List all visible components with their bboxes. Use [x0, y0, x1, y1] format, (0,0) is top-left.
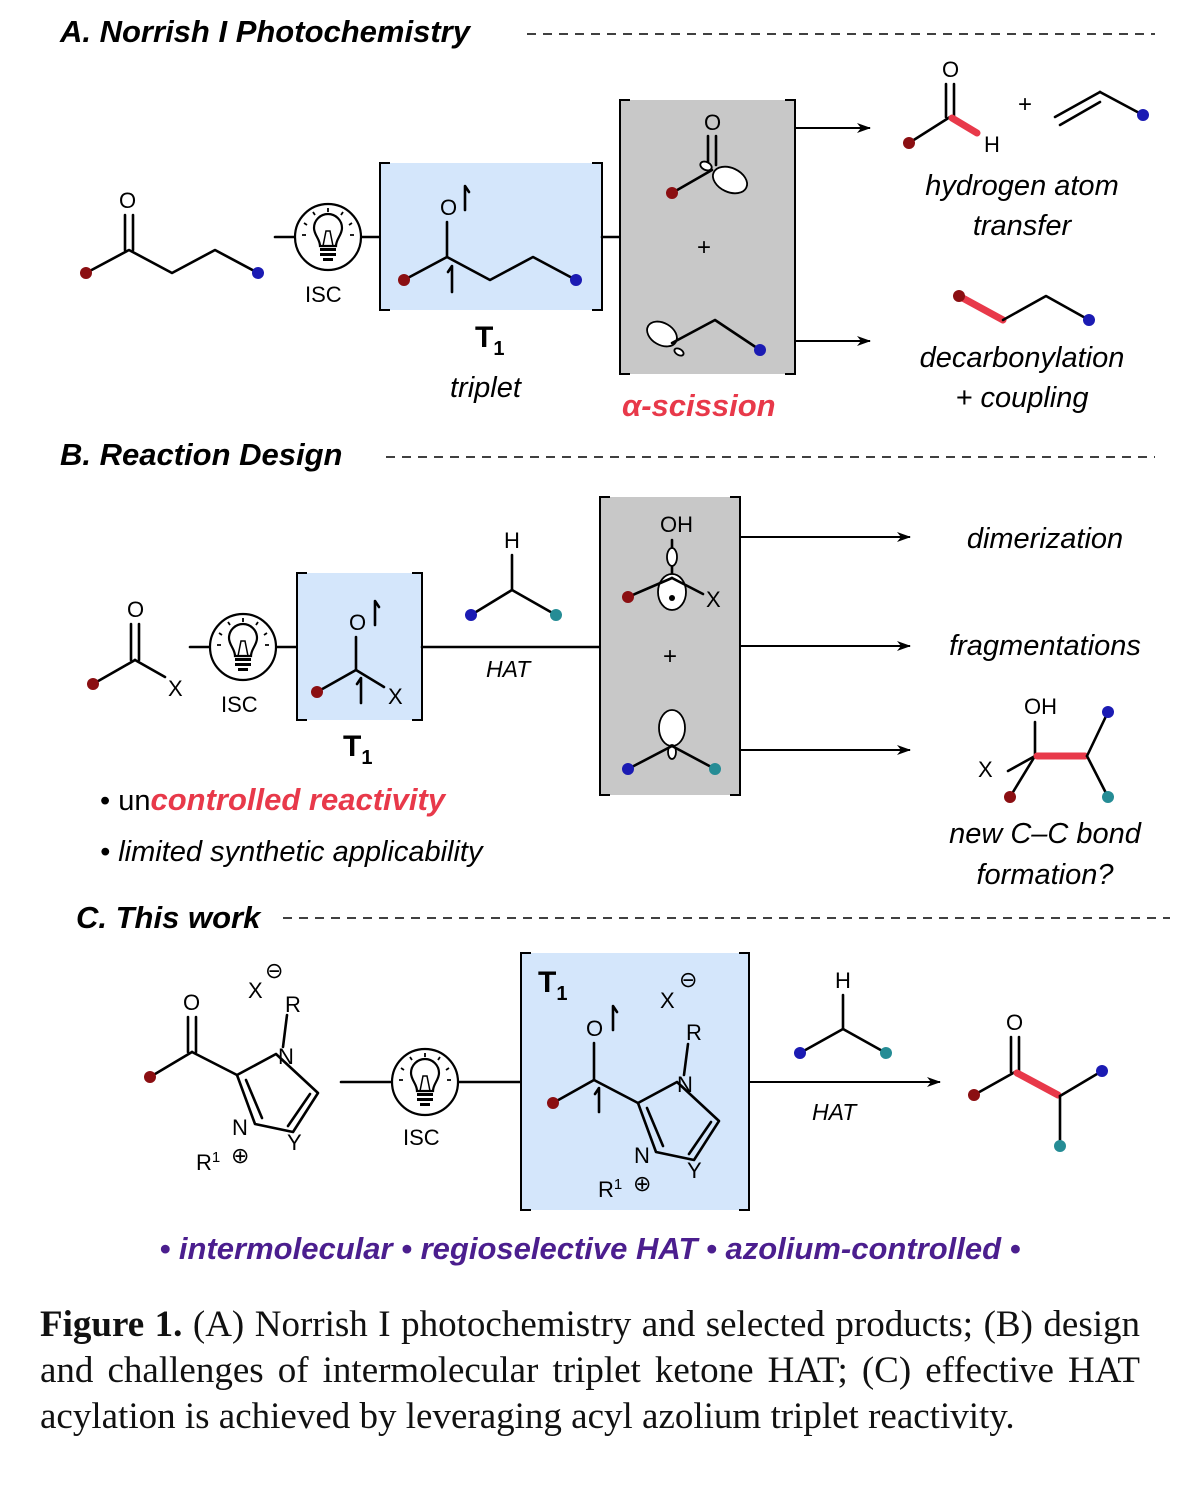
svg-text:H: H — [504, 528, 520, 553]
decarbonylation-label-1: decarbonylation — [920, 342, 1125, 374]
outcome-fragmentations: fragmentations — [949, 630, 1141, 662]
svg-text:X: X — [168, 676, 183, 701]
svg-text:O: O — [1006, 1010, 1023, 1035]
section-c-title: C. This work — [76, 900, 262, 935]
isc-label-c: ISC — [403, 1125, 440, 1150]
outcome-cc-bond-1: new C–C bond — [949, 818, 1142, 850]
caption-text: (A) Norrish I photochemistry and selecte… — [40, 1304, 1140, 1437]
svg-text:X: X — [388, 684, 403, 709]
triplet-box-c — [521, 953, 749, 1210]
svg-text:+: + — [663, 643, 677, 670]
triplet-ketone-a: O — [398, 184, 582, 294]
triplet-box-b — [297, 573, 422, 720]
svg-text:H: H — [835, 968, 851, 993]
section-b-title: B. Reaction Design — [60, 437, 343, 472]
svg-text:N: N — [278, 1044, 294, 1069]
cc-bond-product-b: OH X — [978, 694, 1114, 803]
alkene-product — [1053, 90, 1149, 127]
svg-text:O: O — [586, 1016, 603, 1041]
svg-text:Y: Y — [287, 1130, 302, 1155]
svg-text:O: O — [119, 188, 136, 213]
figure-label: Figure 1. — [40, 1304, 183, 1345]
alpha-scission-label: α-scission — [622, 388, 776, 423]
feature-list: • intermolecular • regioselective HAT • … — [159, 1231, 1020, 1266]
decarbonylation-label-2: + coupling — [955, 382, 1088, 414]
svg-text:O: O — [440, 195, 457, 220]
light-bulb-icon — [390, 1047, 460, 1117]
svg-text:⊖: ⊖ — [679, 967, 697, 992]
substituent-blue-dot — [252, 267, 264, 279]
aldehyde-product: O H — [903, 57, 1000, 157]
acylation-product-c: O — [968, 1010, 1108, 1152]
svg-text:X: X — [248, 978, 263, 1003]
r1-label: R1 — [598, 1176, 622, 1202]
r1-label: R1 — [196, 1149, 220, 1175]
outcome-cc-bond-2: formation? — [976, 859, 1114, 891]
svg-text:X: X — [660, 988, 675, 1013]
t1-label-a: T1 — [475, 321, 504, 360]
hat-label-b: HAT — [486, 656, 532, 682]
svg-text:+: + — [1018, 91, 1032, 118]
triplet-azolium-c: T1 O N R X ⊖ N Y R1 ⊕ — [538, 966, 721, 1202]
hat-product-label-1: hydrogen atom — [925, 170, 1118, 202]
svg-text:R: R — [686, 1020, 702, 1045]
svg-text:O: O — [704, 110, 721, 135]
starting-acyl-b: O X — [87, 597, 183, 701]
svg-text:Y: Y — [687, 1158, 702, 1183]
triplet-acyl-b: O X — [311, 599, 403, 709]
hat-product-label-2: transfer — [973, 210, 1073, 242]
coupling-product — [953, 290, 1095, 326]
svg-text:N: N — [677, 1072, 693, 1097]
svg-text:X: X — [978, 757, 993, 782]
svg-text:O: O — [349, 610, 366, 635]
svg-text:+: + — [697, 234, 711, 261]
acyl-azolium-c: O N R X ⊖ N Y R1 ⊕ — [144, 958, 320, 1175]
bullet-limited: • limited synthetic applicability — [100, 836, 484, 868]
alkyl-radical — [646, 318, 766, 357]
triplet-label: triplet — [450, 372, 523, 404]
outcome-dimerization: dimerization — [967, 523, 1123, 555]
acyl-radical: O — [666, 110, 748, 199]
figure-caption: Figure 1. (A) Norrish I photochemistry a… — [40, 1302, 1140, 1440]
t1-label-b: T1 — [343, 730, 372, 769]
light-bulb-icon — [208, 612, 278, 682]
hydrogen-donor-c: H — [794, 968, 892, 1059]
svg-text:OH: OH — [660, 512, 693, 537]
isc-label-a: ISC — [305, 282, 342, 307]
svg-text:O: O — [942, 57, 959, 82]
alkyl-radical-b — [622, 709, 721, 775]
section-a-title: A. Norrish I Photochemistry — [59, 14, 472, 49]
t1-label-c: T1 — [538, 966, 567, 1005]
svg-text:OH: OH — [1024, 694, 1057, 719]
svg-text:N: N — [634, 1143, 650, 1168]
substituent-red-dot — [80, 267, 92, 279]
starting-ketone-a: O — [80, 188, 264, 279]
svg-text:⊕: ⊕ — [633, 1171, 651, 1196]
svg-text:O: O — [183, 990, 200, 1015]
hat-label-c: HAT — [812, 1099, 858, 1125]
light-bulb-icon — [293, 202, 363, 272]
svg-text:X: X — [706, 587, 721, 612]
ketyl-radical: OH X — [622, 512, 721, 612]
isc-label-b: ISC — [221, 692, 258, 717]
svg-text:⊖: ⊖ — [265, 958, 283, 983]
hydrogen-donor-b: H — [465, 528, 562, 621]
svg-text:O: O — [127, 597, 144, 622]
svg-text:R: R — [285, 992, 301, 1017]
svg-text:⊕: ⊕ — [231, 1143, 249, 1168]
svg-text:N: N — [232, 1115, 248, 1140]
bullet-uncontrolled: • uncontrolled reactivity — [100, 782, 447, 817]
reaction-scheme: A. Norrish I Photochemistry O ISC O T1 t… — [59, 14, 1170, 1266]
triplet-box-a — [380, 163, 602, 310]
svg-text:H: H — [984, 132, 1000, 157]
